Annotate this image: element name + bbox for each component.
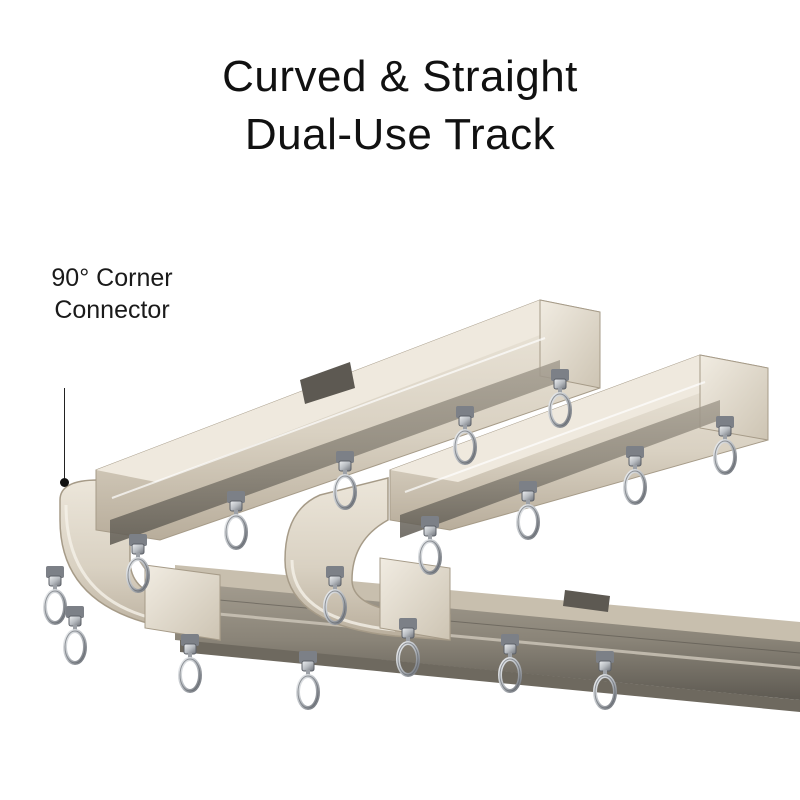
title-line-2: Dual-Use Track: [244, 110, 556, 159]
callout-line-2: Connector: [54, 296, 170, 324]
callout-pointer-dot: [60, 478, 69, 487]
glider-hook-icon: [43, 564, 67, 625]
product-title: Curved & Straight Dual-Use Track: [0, 48, 800, 164]
glider-hook-icon: [63, 604, 87, 665]
title-line-1: Curved & Straight: [222, 52, 578, 101]
corner-connector-label: 90° Corner Connector: [22, 262, 202, 326]
front-straight-track: [174, 565, 800, 712]
callout-line-1: 90° Corner: [51, 264, 173, 292]
glider-hook-icon: [296, 649, 320, 710]
back-upper-track: [95, 299, 601, 545]
glider-hook-icon: [126, 532, 150, 593]
glider-hook-icon: [178, 632, 202, 693]
callout-leader-line: [64, 388, 65, 480]
glider-hook-icon: [418, 514, 442, 575]
glider-hook-icon: [516, 479, 540, 540]
glider-hook-icon: [224, 489, 248, 550]
